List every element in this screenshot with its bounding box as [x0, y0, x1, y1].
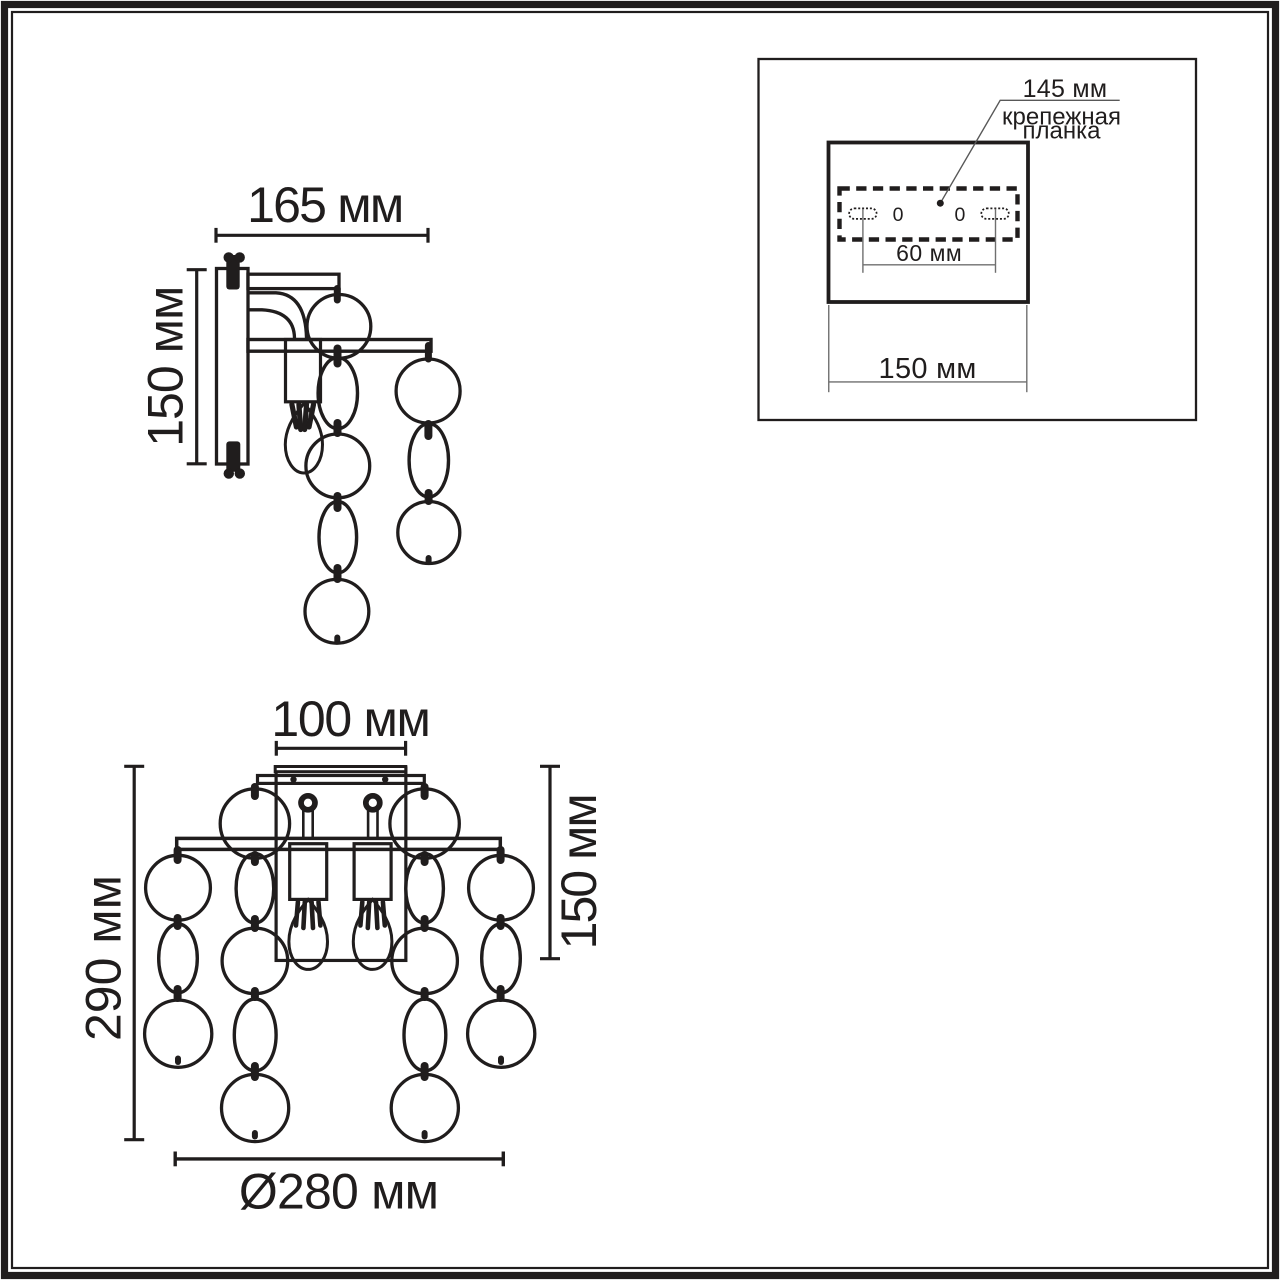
svg-text:крепежная: крепежная	[1002, 103, 1121, 130]
svg-text:165 мм: 165 мм	[247, 177, 402, 233]
svg-text:60 мм: 60 мм	[896, 240, 962, 266]
svg-text:150 мм: 150 мм	[138, 287, 194, 447]
svg-text:290 мм: 290 мм	[76, 875, 132, 1041]
svg-text:Ø280 мм: Ø280 мм	[239, 1164, 438, 1220]
svg-text:0: 0	[954, 204, 965, 226]
svg-text:100 мм: 100 мм	[271, 691, 429, 747]
svg-text:145 мм: 145 мм	[1023, 75, 1108, 103]
svg-text:планка: планка	[1023, 117, 1102, 144]
svg-text:150 мм: 150 мм	[879, 353, 977, 385]
svg-text:150 мм: 150 мм	[551, 795, 607, 949]
svg-text:0: 0	[893, 204, 904, 226]
